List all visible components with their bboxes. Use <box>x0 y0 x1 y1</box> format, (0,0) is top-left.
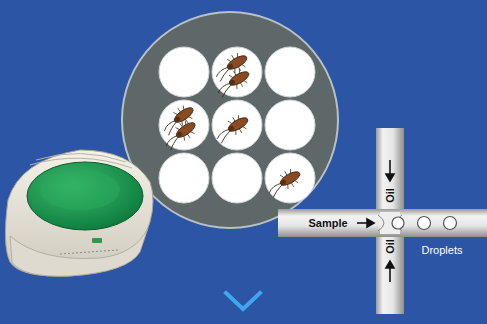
oil-label: Oil <box>384 239 395 254</box>
oil-label: Oil <box>384 188 395 203</box>
sample-label: Sample <box>308 218 347 229</box>
droplets-label: Droplets <box>422 245 463 256</box>
